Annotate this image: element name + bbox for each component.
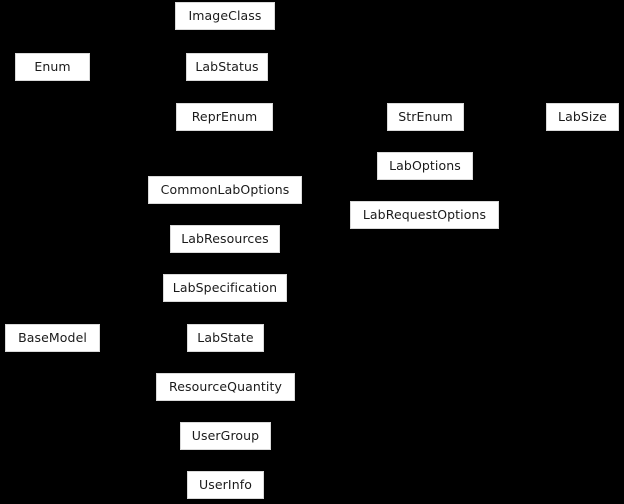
class-node-labresources[interactable]: LabResources [170, 225, 280, 253]
class-node-imageclass[interactable]: ImageClass [175, 2, 275, 30]
class-node-labrequestoptions[interactable]: LabRequestOptions [350, 201, 499, 229]
class-node-label: BaseModel [18, 329, 87, 345]
class-node-strenum[interactable]: StrEnum [387, 103, 464, 131]
class-node-label: LabRequestOptions [362, 206, 487, 222]
class-node-label: ResourceQuantity [169, 378, 282, 394]
class-node-label: StrEnum [398, 108, 453, 124]
class-node-labstatus[interactable]: LabStatus [186, 53, 268, 81]
class-node-label: ImageClass [188, 7, 262, 23]
class-node-label: UserGroup [191, 427, 260, 443]
class-node-userinfo[interactable]: UserInfo [187, 471, 264, 499]
class-node-label: UserInfo [199, 476, 252, 492]
class-node-label: LabSize [558, 108, 607, 124]
class-node-labspecification[interactable]: LabSpecification [163, 274, 287, 302]
class-node-resourcequantity[interactable]: ResourceQuantity [156, 373, 295, 401]
class-node-reprenum[interactable]: ReprEnum [176, 103, 273, 131]
class-node-label: LabResources [181, 230, 269, 246]
class-node-commonlaboptions[interactable]: CommonLabOptions [148, 176, 302, 204]
class-node-label: CommonLabOptions [160, 181, 290, 197]
class-node-label: Enum [34, 58, 71, 74]
class-node-label: ReprEnum [191, 108, 258, 124]
class-node-label: LabState [197, 329, 254, 345]
class-node-label: LabStatus [195, 58, 259, 74]
class-node-labsize[interactable]: LabSize [546, 103, 619, 131]
class-node-basemodel[interactable]: BaseModel [5, 324, 100, 352]
class-node-usergroup[interactable]: UserGroup [180, 422, 271, 450]
class-node-label: LabOptions [389, 157, 461, 173]
class-node-labstate[interactable]: LabState [187, 324, 264, 352]
class-node-enum[interactable]: Enum [15, 53, 90, 81]
class-node-label: LabSpecification [172, 279, 278, 295]
class-node-laboptions[interactable]: LabOptions [377, 152, 473, 180]
